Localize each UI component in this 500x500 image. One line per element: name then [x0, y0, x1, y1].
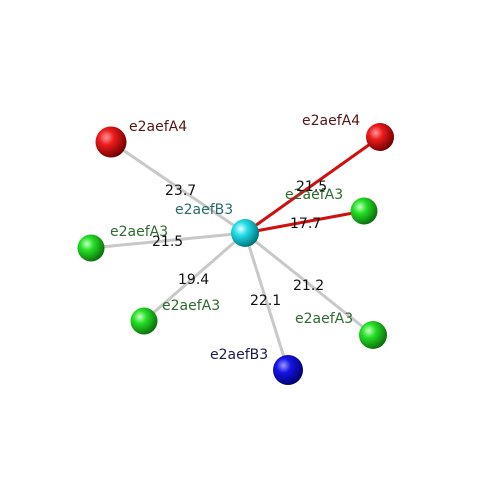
atom-label-n4: e2aefA3 [110, 224, 168, 240]
distance-label-n4: 21.5 [152, 234, 183, 250]
atom-label-center: e2aefB3 [175, 202, 233, 218]
distance-label-n7: 21.2 [293, 278, 324, 294]
atom-label-n2: e2aefA4 [302, 113, 360, 129]
atom-label-n1: e2aefA4 [129, 119, 187, 135]
bond-n2 [244, 135, 381, 235]
distance-label-n1: 23.7 [165, 183, 196, 199]
atom-label-n5: e2aefA3 [162, 298, 220, 314]
atom-n2 [366, 123, 394, 151]
distance-label-n5: 19.4 [178, 272, 209, 288]
distance-label-n3: 17.7 [290, 216, 321, 232]
distance-labels: 23.7 21.5 17.7 21.5 19.4 22.1 21.2 [152, 179, 327, 309]
bond-n5 [143, 231, 246, 323]
atom-label-n3: e2aefA3 [285, 187, 343, 203]
atom-n6 [273, 355, 303, 385]
atom-n7 [359, 321, 387, 349]
atom-n4 [77, 234, 105, 262]
bond-n1 [110, 140, 246, 235]
bond-n3 [244, 209, 365, 235]
bond-n6 [243, 232, 290, 371]
distance-label-n2: 21.5 [296, 179, 327, 195]
atom-center [231, 219, 259, 247]
bond-n7 [244, 231, 374, 337]
atom-n5 [130, 307, 158, 335]
atoms [77, 123, 394, 385]
atom-n3 [350, 197, 378, 225]
atom-label-n7: e2aefA3 [295, 311, 353, 327]
distance-label-n6: 22.1 [250, 293, 281, 309]
atom-labels: e2aefA4 e2aefA4 e2aefA3 e2aefB3 e2aefA3 … [110, 113, 360, 363]
atom-label-n6: e2aefB3 [210, 347, 268, 363]
bonds [90, 135, 381, 371]
atom-n1 [95, 126, 127, 158]
bond-n4 [90, 231, 246, 250]
